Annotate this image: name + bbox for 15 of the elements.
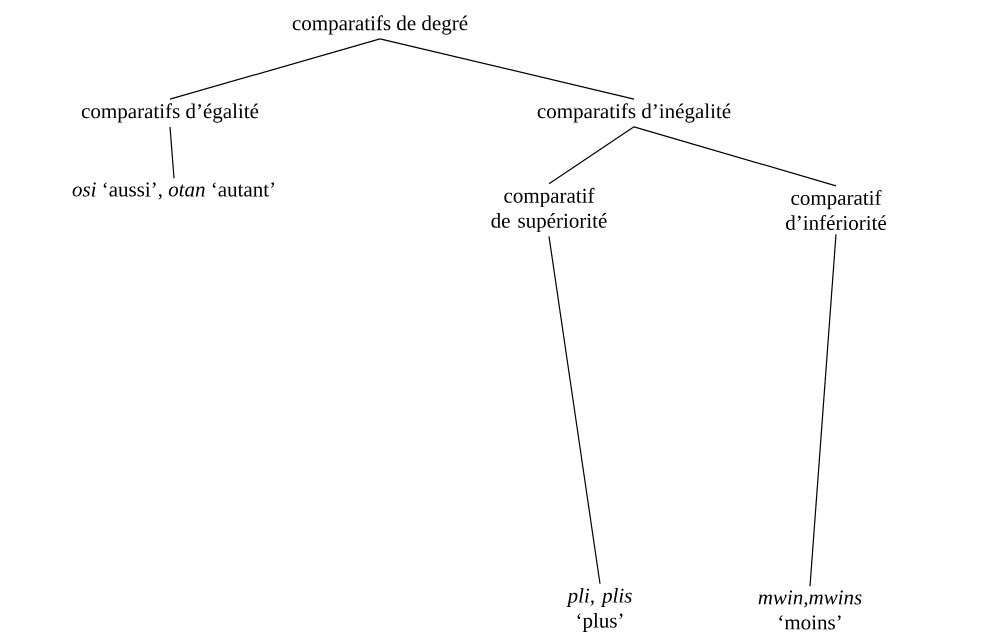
tree-label: mwin,mwins ‘moins’ [758, 590, 862, 630]
tree-label: comparatifs d’inégalité [537, 103, 731, 123]
tree-label: osi ‘aussi’, otan ‘autant’ [72, 182, 275, 200]
tree-label: comparatifs d’égalité [81, 103, 259, 123]
tree-branch [633, 126, 837, 187]
tree-label: pli, plis ‘plus’ [566, 587, 632, 632]
tree-branch [548, 126, 635, 185]
tree-branch [169, 38, 381, 100]
tree-branch [379, 38, 635, 100]
tree-label: comparatifs de degré [292, 15, 468, 35]
tree-label: comparatif de supériorité [491, 187, 607, 233]
tree-label: comparatif d’infériorité [786, 190, 886, 230]
tree-branch [548, 235, 601, 585]
tree-branch [169, 126, 175, 179]
tree-branch [809, 233, 837, 587]
